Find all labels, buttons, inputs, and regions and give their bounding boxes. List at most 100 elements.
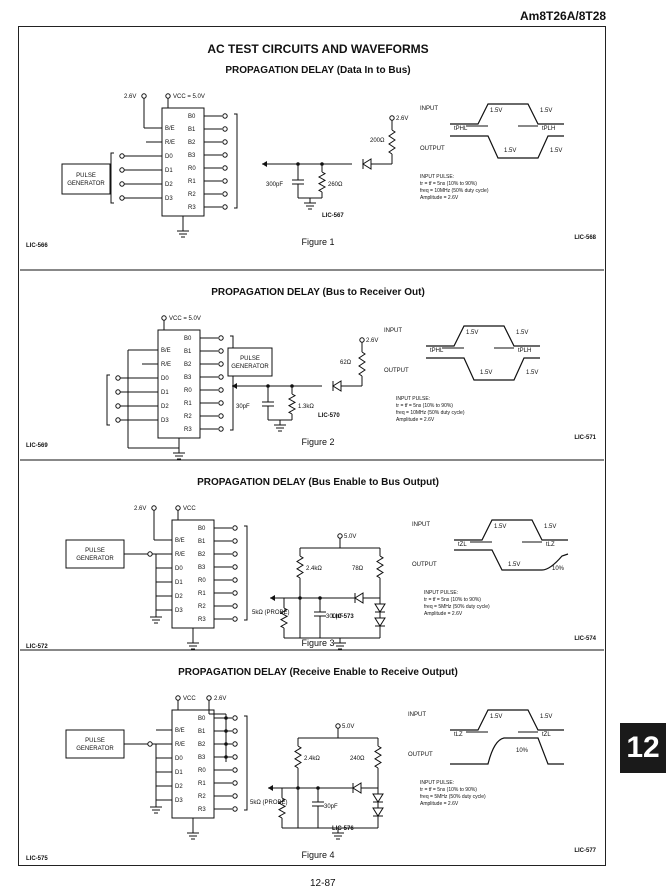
- pin-label-right: R1: [188, 179, 196, 185]
- pin-label-left: D3: [175, 798, 183, 804]
- pin-label-right: R1: [198, 781, 206, 787]
- timing-label: tPHL: [454, 126, 468, 132]
- pin-label-left: D1: [165, 168, 173, 174]
- input-pulse-note: freq = 5MHz (50% duty cycle): [424, 604, 490, 610]
- diode: [374, 603, 386, 613]
- ic-chip: [171, 519, 215, 629]
- wave-output-label: OUTPUT: [420, 146, 445, 152]
- input-pulse-note: tr = tf = 5ns (10% to 90%): [424, 597, 481, 603]
- input-bracket: [110, 152, 114, 204]
- resistor: [374, 745, 382, 769]
- output-terminal: [232, 577, 238, 583]
- resistor: [287, 393, 297, 415]
- pin-label-left: D3: [165, 196, 173, 202]
- pulse-generator-label: GENERATOR: [76, 556, 114, 562]
- input-pulse-note: freq = 10MHz (50% duty cycle): [420, 188, 489, 194]
- pin-label-left: B/E: [165, 126, 175, 132]
- pin-label-right: B0: [198, 526, 206, 532]
- pin-label-right: B1: [198, 729, 206, 735]
- pin-label-right: B0: [184, 336, 192, 342]
- pin-label-right: R3: [184, 427, 192, 433]
- output-terminal: [232, 551, 238, 557]
- section-1: PROPAGATION DELAY (Data In to Bus)VCC = …: [26, 65, 597, 249]
- input-terminal: [115, 389, 121, 395]
- input-waveform: [450, 709, 564, 731]
- pin-label-right: B0: [188, 114, 196, 120]
- supply-label: 2.6V: [396, 116, 408, 122]
- lic-label: LIC-576: [332, 826, 354, 832]
- vcc-label: VCC = 5.0V: [169, 316, 201, 322]
- page-title: AC TEST CIRCUITS AND WAVEFORMS: [207, 42, 428, 56]
- lic-label: LIC-570: [318, 413, 340, 419]
- resistor-label: 1.3kΩ: [298, 404, 314, 410]
- figure-caption: Figure 3: [301, 638, 334, 648]
- pin-label-right: R2: [198, 604, 206, 610]
- pin-label-left: D3: [161, 418, 169, 424]
- pin-label-right: R3: [198, 807, 206, 813]
- figure-caption: Figure 4: [301, 850, 334, 860]
- document-id: Am8T26A/8T28: [520, 9, 607, 23]
- input-terminal: [115, 375, 121, 381]
- pin-label-right: B3: [188, 153, 196, 159]
- pulse-generator-label: PULSE: [85, 548, 105, 554]
- pin-label-left: D1: [175, 580, 183, 586]
- timing-label: tPHL: [430, 348, 444, 354]
- pin-label-left: B/E: [175, 728, 185, 734]
- section-heading: PROPAGATION DELAY (Receive Enable to Rec…: [178, 667, 458, 678]
- sections-group: PROPAGATION DELAY (Data In to Bus)VCC = …: [20, 65, 604, 862]
- resistor: [277, 797, 287, 819]
- timing-label: tPLH: [542, 126, 555, 132]
- percent-label: 10%: [516, 748, 529, 754]
- pin-label-left: D0: [165, 154, 173, 160]
- pulse-generator-label: GENERATOR: [231, 364, 269, 370]
- supply-label: 2.6V: [366, 338, 378, 344]
- output-terminal: [232, 715, 238, 721]
- resistor: [294, 745, 302, 769]
- supply-label: 2.6V: [124, 94, 136, 100]
- timing-label: tZL: [458, 542, 467, 548]
- input-pulse-note: INPUT PULSE:: [420, 780, 454, 786]
- lic-label: LIC-573: [332, 614, 354, 620]
- threshold-label: 1.5V: [508, 562, 520, 568]
- threshold-label: 1.5V: [526, 370, 538, 376]
- threshold-label: 1.5V: [480, 370, 492, 376]
- resistor: [376, 555, 384, 579]
- output-terminal: [232, 767, 238, 773]
- timing-label: tLZ: [546, 542, 555, 548]
- input-pulse-note: tr = tf = 5ns (10% to 90%): [420, 181, 477, 187]
- resistor: [317, 171, 327, 193]
- supply-label: 5.0V: [342, 724, 354, 730]
- supply-terminal: [337, 533, 343, 539]
- pulse-generator-box: [61, 163, 111, 195]
- load-bracket: [244, 525, 248, 621]
- output-terminal: [218, 374, 224, 380]
- pin-label-left: R/E: [165, 140, 175, 146]
- output-waveform: [450, 135, 564, 159]
- resistor-label: 78Ω: [352, 566, 364, 572]
- threshold-label: 1.5V: [550, 148, 562, 154]
- diode: [332, 380, 342, 392]
- pin-label-left: D2: [165, 182, 173, 188]
- threshold-label: 1.5V: [504, 148, 516, 154]
- supply-terminal: [335, 723, 341, 729]
- pulse-generator-box: [65, 729, 125, 759]
- input-pulse-note: Amplitude = 2.6V: [396, 417, 435, 423]
- output-terminal: [218, 348, 224, 354]
- wave-output-label: OUTPUT: [384, 368, 409, 374]
- section-heading: PROPAGATION DELAY (Bus to Receiver Out): [211, 287, 425, 298]
- pulse-generator-label: PULSE: [76, 173, 96, 179]
- output-terminal: [222, 152, 228, 158]
- pin-label-right: R0: [198, 578, 206, 584]
- output-terminal: [232, 806, 238, 812]
- vcc-terminal: [175, 505, 181, 511]
- output-waveform: [450, 737, 564, 765]
- capacitor-label: 30pF: [236, 404, 250, 410]
- output-terminal: [222, 204, 228, 210]
- resistor-label: 2.4kΩ: [304, 756, 320, 762]
- output-terminal: [232, 525, 238, 531]
- pin-label-left: D2: [175, 594, 183, 600]
- pin-label-left: D2: [175, 784, 183, 790]
- output-terminal: [232, 564, 238, 570]
- section-3: PROPAGATION DELAY (Bus Enable to Bus Out…: [20, 459, 604, 650]
